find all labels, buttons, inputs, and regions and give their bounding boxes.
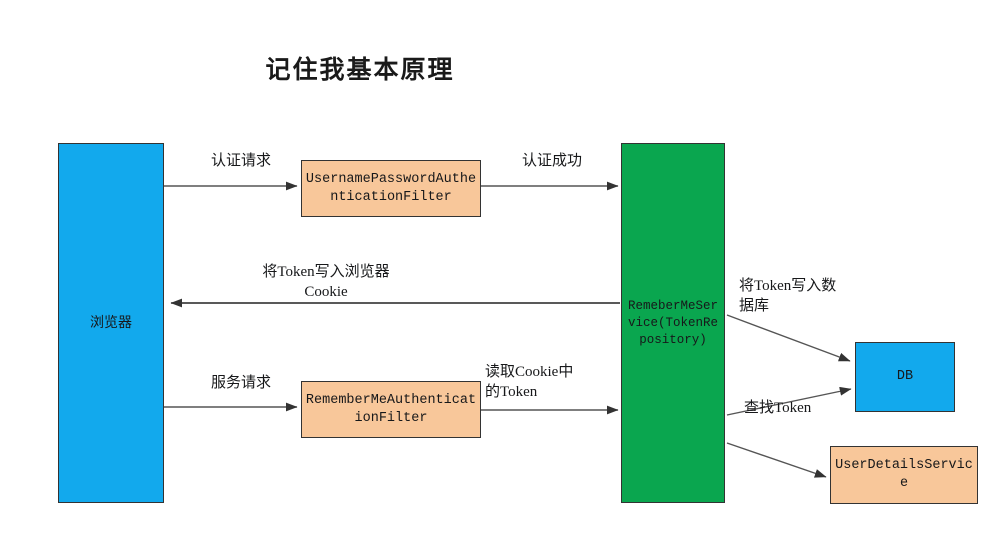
edge-label-read-cookie-token: 读取Cookie中 的Token (485, 364, 574, 400)
edge-load-user-line (726, 442, 827, 478)
node-browser-label: 浏览器 (90, 315, 132, 331)
node-user-details-service[interactable]: UserDetailsService (830, 446, 978, 504)
edge-label-find-token: 查找Token (744, 400, 812, 416)
node-username-password-authentication-filter[interactable]: UsernamePasswordAuthenticationFilter (301, 160, 481, 217)
node-remember-me-authentication-filter-label: RememberMeAuthenticationFilter (305, 392, 477, 426)
node-browser[interactable]: 浏览器 (58, 143, 164, 503)
edge-label-write-token-db: 将Token写入数 据库 (739, 278, 837, 314)
edge-label-auth-success: 认证成功 (521, 153, 582, 169)
edge-label-write-token-cookie: 将Token写入浏览器 Cookie (262, 264, 390, 300)
node-username-password-authentication-filter-label: UsernamePasswordAuthenticationFilter (305, 171, 477, 205)
node-remember-me-authentication-filter[interactable]: RememberMeAuthenticationFilter (301, 381, 481, 438)
edge-label-service-request: 服务请求 (210, 375, 271, 391)
edge-write-token-db-line (726, 314, 851, 362)
node-remember-me-service-label: RemeberMeService(TokenRepository) (627, 298, 718, 347)
node-remember-me-service[interactable]: RemeberMeService(TokenRepository) (621, 143, 725, 503)
node-db-label: DB (896, 369, 914, 384)
node-db[interactable]: DB (855, 342, 955, 412)
node-user-details-service-label: UserDetailsService (835, 458, 973, 491)
page-title: 记住我基本原理 (265, 57, 455, 84)
edge-label-auth-request: 认证请求 (210, 153, 271, 169)
